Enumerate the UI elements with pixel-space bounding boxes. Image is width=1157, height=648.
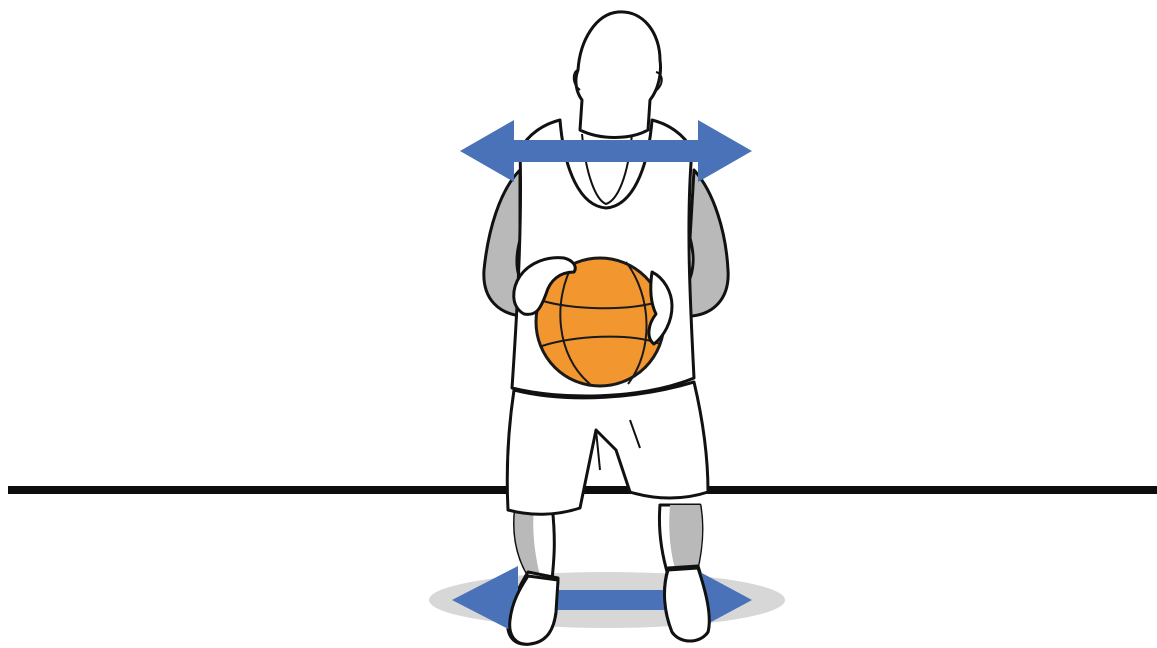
shorts [507, 382, 708, 514]
head [574, 12, 662, 138]
